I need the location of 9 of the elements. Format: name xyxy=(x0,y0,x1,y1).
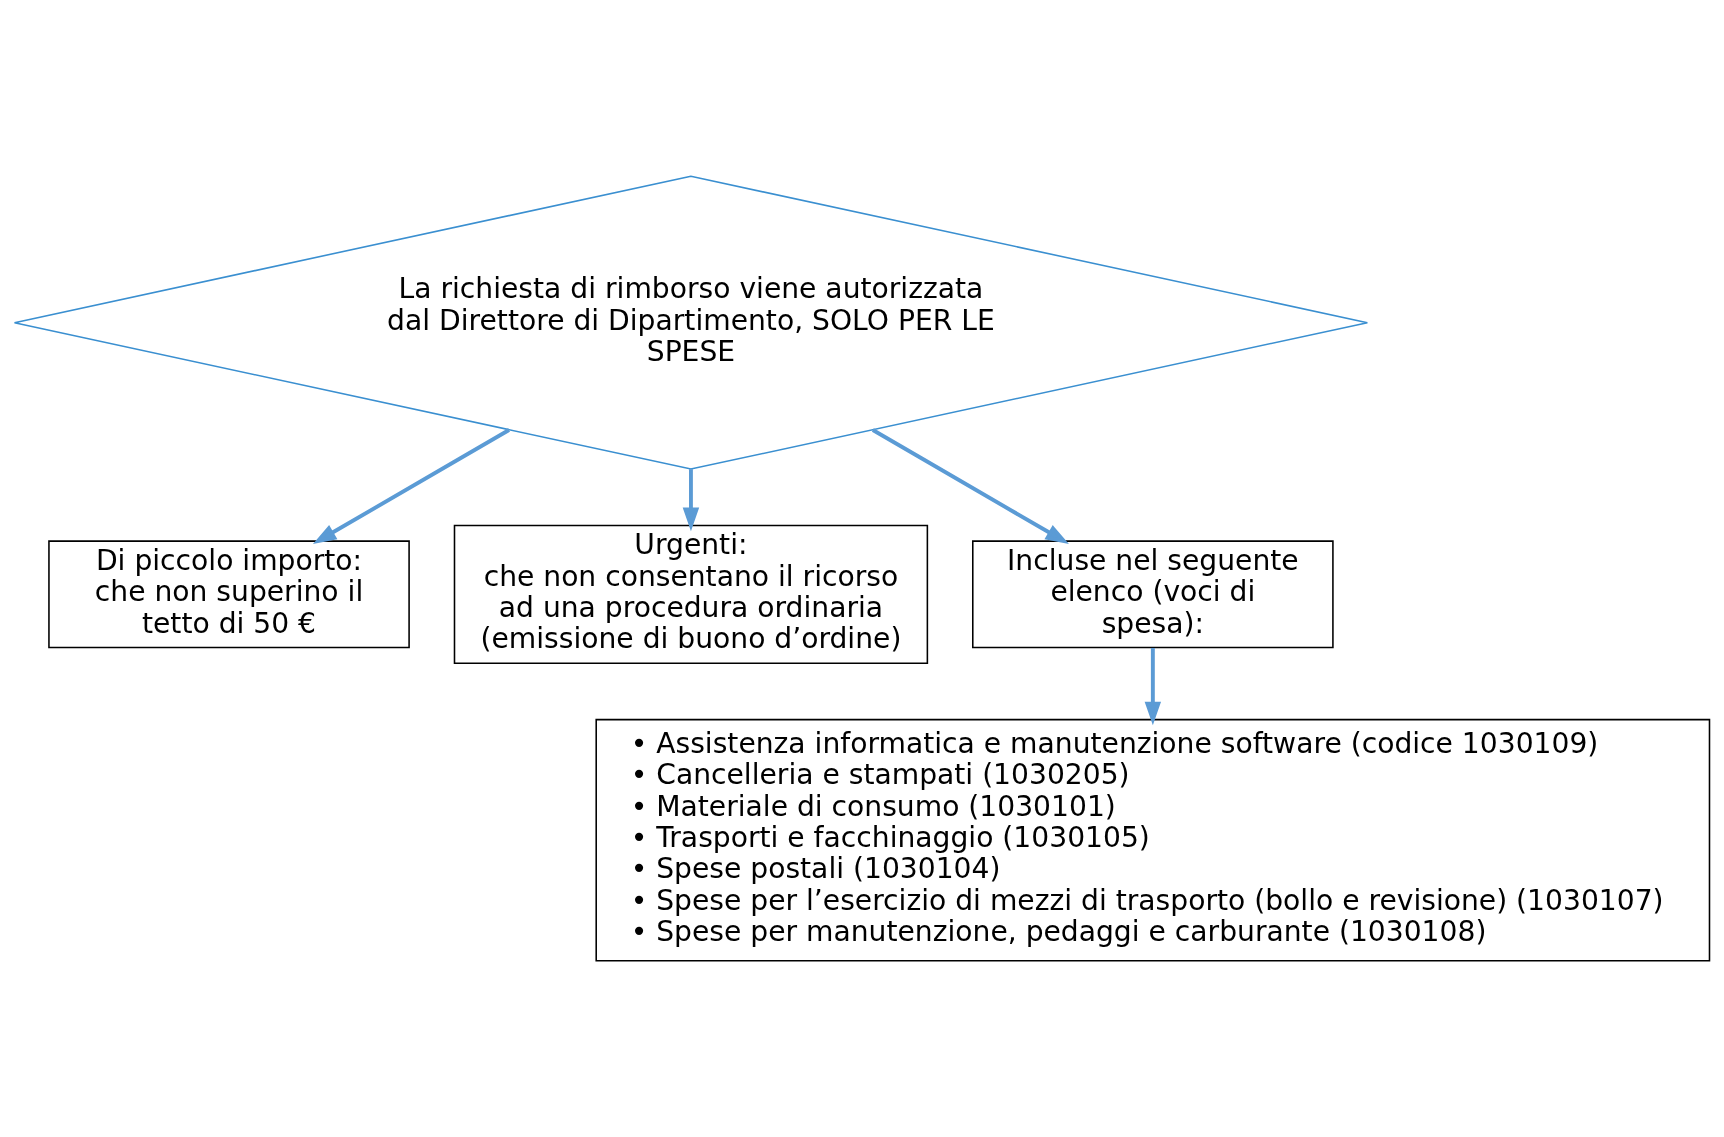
node-box: Urgenti: che non consentano il ricorso ad una procedura ordinaria (emissione di buono d’ordine) xyxy=(453,524,929,664)
arrow xyxy=(1144,647,1162,726)
node-box: • Assistenza informatica e manutenzione software (codice 1030109) • Cancelleria e stampati (1030205) • Materiale di consumo (1030101) • Trasporti e facchinaggio (1030105) • Spese postali (1030104) • Spese per l’esercizio di mezzi di trasporto (bollo e revisione) (1030107) • Spese per manutenzione, pedaggi e carburante (1030108) xyxy=(595,718,1711,962)
node-box: Di piccolo importo: che non superino il tetto di 50 € xyxy=(48,540,410,649)
arrow xyxy=(682,469,700,532)
node-diamond: La richiesta di rimborso viene autorizzata dal Direttore di Dipartimento, SOLO PER LE SPESE xyxy=(13,175,1369,470)
arrow xyxy=(312,428,510,544)
node-box: Incluse nel seguente elenco (voci di spesa): xyxy=(972,540,1334,649)
arrow xyxy=(871,428,1069,544)
